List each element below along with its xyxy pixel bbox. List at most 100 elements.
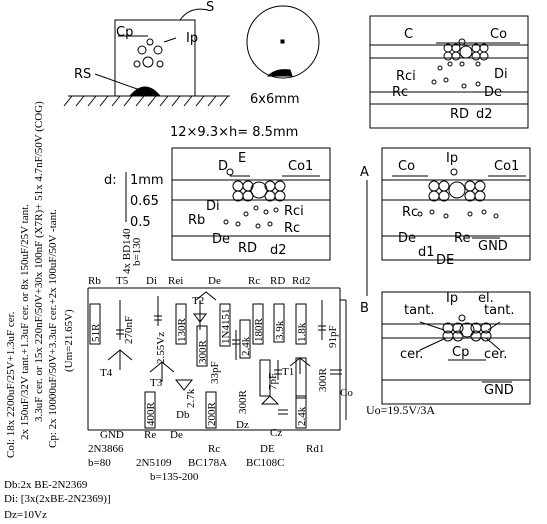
board-top-rd: RD (450, 107, 469, 122)
sch-t2: T2 (192, 295, 204, 307)
sch-r200: 200R (206, 402, 218, 427)
board-mid-d: D (218, 159, 228, 174)
sch-di: Di (146, 275, 157, 287)
d-label: d: (104, 173, 117, 188)
sch-t4: T4 (100, 367, 113, 379)
board-b-cp: Cp (452, 345, 469, 360)
sch-t1: T1 (282, 366, 294, 378)
note-db: Db:2x BE-2N2369 (4, 479, 88, 491)
sch-rb: Rb (88, 275, 101, 287)
circle-size: 6x6mm (250, 92, 300, 107)
label-rs: RS (74, 67, 91, 82)
sch-uo: Uo=19.5V/3A (366, 403, 435, 417)
sch-r3k9: 3.9k (274, 320, 286, 340)
part-b80: b=80 (88, 457, 111, 469)
sch-de-bottom: De (170, 429, 183, 441)
note-bd140: 4x BD140 (121, 228, 133, 274)
board-top-rci: Rci (396, 69, 416, 84)
note-dz: Dz=10Vz (4, 509, 47, 521)
board-top (369, 15, 529, 129)
sch-r180: 180R (253, 318, 265, 343)
board-mid-rc: Rc (284, 221, 300, 236)
board-a-rc: Rc (402, 205, 418, 220)
sch-r2k7: 2.7k (185, 388, 197, 408)
sch-t3: T3 (150, 377, 163, 389)
board-mid-rci: Rci (284, 204, 304, 219)
board-top-di: Di (494, 67, 508, 82)
note-b130: b=130 (131, 237, 143, 266)
d-value-2: 0.65 (130, 194, 159, 209)
sch-rc-bottom: Rc (208, 443, 220, 455)
board-right-a (381, 147, 531, 261)
sch-co: Co (340, 387, 353, 399)
board-b-tant2: tant. (484, 303, 515, 318)
note-col-3: 3.3uF cer. or 15x 220nF/50V+30x 100nF (X… (33, 101, 45, 422)
board-a-gnd: GND (478, 239, 508, 254)
board-top-c: C (404, 27, 413, 42)
board-mid-e: E (238, 151, 246, 166)
part-b135: b=135-200 (150, 471, 199, 483)
board-b-gnd: GND (484, 383, 514, 398)
board-mid-rb: Rb (188, 213, 205, 228)
note-di: Di: [3x(2xBE-2N2369)] (4, 493, 111, 505)
board-top-d2: d2 (476, 107, 493, 122)
board-mid-de: De (212, 232, 230, 247)
sch-de: De (208, 275, 221, 287)
part-bc108c: BC108C (246, 457, 285, 469)
sch-gnd: GND (100, 429, 124, 441)
sch-r51: 51R (90, 323, 102, 342)
sch-c270: 270nF (123, 316, 135, 344)
board-mid-di: Di (206, 199, 220, 214)
board-b-cer1: cer. (400, 347, 423, 362)
label-cp-top: Cp (116, 25, 133, 40)
schematic (87, 287, 347, 431)
board-mid-rd: RD (238, 241, 257, 256)
sch-d4151: 1N4151 (220, 309, 232, 344)
sch-c7p: 7pF (267, 373, 279, 390)
sch-dz: Dz (236, 419, 249, 431)
housing-figure (63, 8, 230, 107)
note-col-2: 2x 150uF/32V tant.+1.3uF cer. or 8x 150u… (19, 204, 31, 440)
note-cp: Cp: 2x 10000uF/50V+3.3uF cer.+2x 100uF/5… (47, 209, 59, 448)
note-um: (Um=21.65V) (63, 309, 75, 372)
board-a-col: Co1 (494, 159, 519, 174)
board-a-d1: d1 (418, 245, 435, 260)
board-b-ip: Ip (446, 291, 458, 306)
board-a-de2: DE (436, 253, 454, 268)
board-mid-d2: d2 (270, 243, 287, 258)
sch-rd1: Rd1 (306, 443, 324, 455)
sch-r2k4b: 2.4k (296, 406, 308, 426)
board-a-co: Co (398, 159, 415, 174)
sch-rd2: Rd2 (292, 275, 310, 287)
d-value-1: 1mm (130, 173, 164, 188)
sch-t5: T5 (116, 275, 129, 287)
board-a-re: Re (454, 231, 470, 246)
circle-figure (246, 5, 320, 79)
sch-r400: 400R (145, 402, 157, 427)
sch-r300b: 300R (237, 390, 249, 415)
sch-z255: 2.55Vz (155, 332, 167, 364)
board-top-de: De (484, 85, 502, 100)
part-2n5109: 2N5109 (136, 457, 172, 469)
sch-rd: RD (270, 275, 285, 287)
sch-r1k8: 1.8k (296, 322, 308, 342)
board-mid-col: Co1 (288, 159, 313, 174)
board-a-ip: Ip (446, 151, 458, 166)
sch-de-cap: DE (260, 443, 275, 455)
board-right-b (381, 291, 531, 405)
sch-r300a: 300R (197, 340, 209, 365)
board-top-co: Co (490, 27, 507, 42)
sch-re: Re (144, 429, 156, 441)
board-b-el: el. (478, 291, 494, 306)
board-b-cer2: cer. (484, 347, 507, 362)
board-b-tant1: tant. (404, 303, 435, 318)
label-ip-top: Ip (186, 31, 198, 46)
sch-rei: Rei (168, 275, 183, 287)
part-bc178a: BC178A (188, 457, 227, 469)
sch-c33: 33pF (209, 361, 221, 384)
sch-r300c: 300R (317, 368, 329, 393)
board-mid (125, 147, 331, 261)
d-value-3: 0.5 (130, 215, 151, 230)
